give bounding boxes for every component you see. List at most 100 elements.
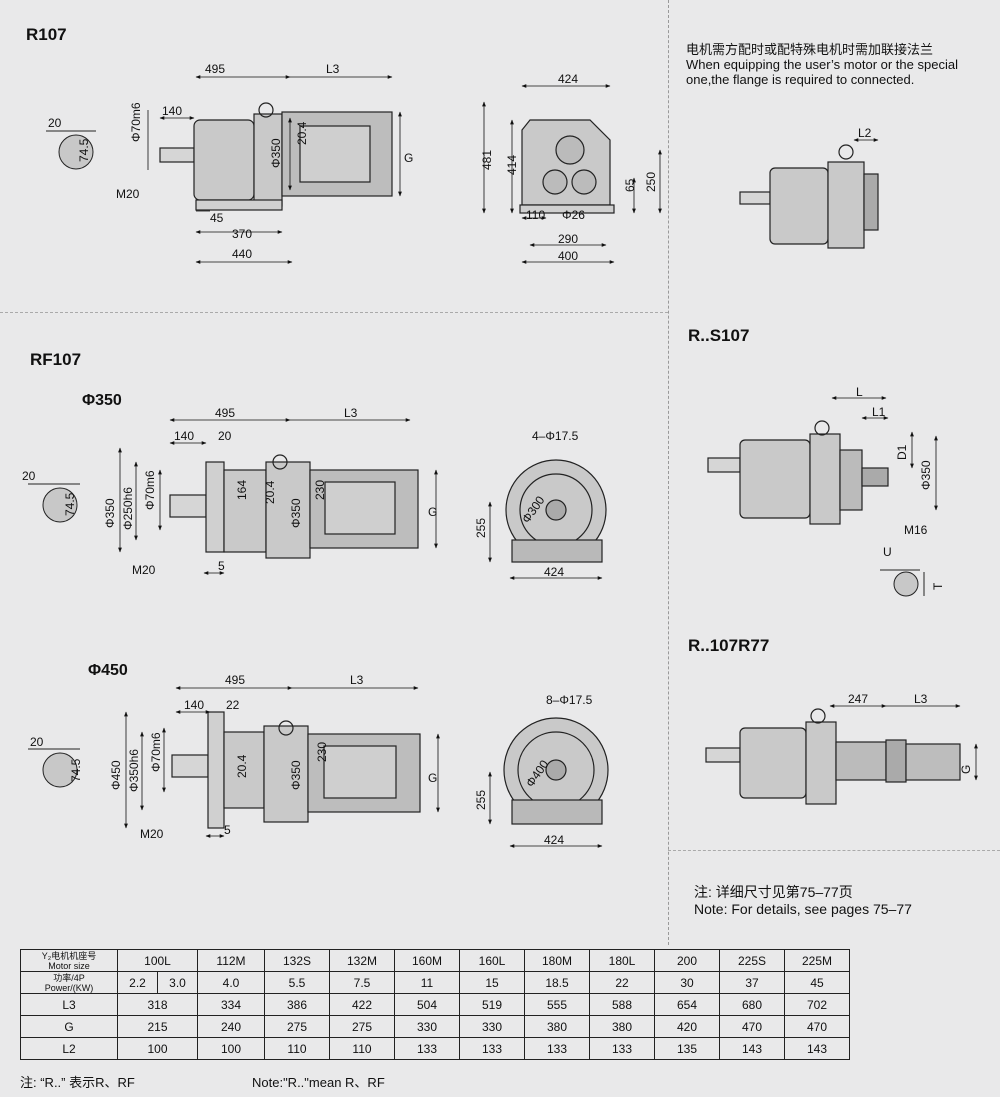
rf107b-dim-20-4: 20.4 [235,754,249,778]
rf107b-dim-255: 255 [474,790,488,810]
r107-end-dim-phi26: Φ26 [562,208,585,222]
rs107-view [707,420,889,525]
L2-cell: 135 [654,1037,720,1060]
L2-cell: 110 [264,1037,330,1060]
table-row-power: 功率/4P Power/(KW) 2.2 3.0 4.0 5.5 7.5 11 … [20,971,850,994]
L2-cell: 133 [524,1037,590,1060]
power-cell: 45 [784,971,850,994]
r107-end-dim-414: 414 [505,155,519,175]
rf107a-dim-shaft: Φ70m6 [143,470,157,510]
rf107a-dim-20-4: 20.4 [263,480,277,504]
power-cell: 37 [719,971,785,994]
r107-dim-M20: M20 [116,187,140,201]
rf107-350-flange-view [505,459,607,563]
flange-view [739,144,879,249]
rf107a-dim-495: 495 [215,406,235,420]
L3-cell: 555 [524,993,590,1016]
power-cell: 4.0 [197,971,265,994]
rf107a-dim-holes: 4–Φ17.5 [532,429,579,443]
power-cell: 30 [654,971,720,994]
L2-cell: 133 [459,1037,525,1060]
row-label-L3: L3 [20,993,118,1016]
rf107b-dim-20: 20 [30,735,44,749]
G-cell: 420 [654,1015,720,1038]
motor-size-cell: 225S [719,949,785,972]
G-cell: 380 [524,1015,590,1038]
r107-dim-440: 440 [232,247,252,261]
motor-size-cell: 180L [589,949,655,972]
L3-cell: 702 [784,993,850,1016]
r107-end-dim-290: 290 [558,232,578,246]
r107-dim-140: 140 [162,104,182,118]
r107r77-dim-247: 247 [848,692,868,706]
rf107b-dim-phi350: Φ350h6 [127,749,141,792]
rf107b-dim-phi350b: Φ350 [289,760,303,790]
L3-cell: 334 [197,993,265,1016]
r107-end-dim-424: 424 [558,72,578,86]
rf107a-dim-230: 230 [313,480,327,500]
L2-cell: 133 [589,1037,655,1060]
rf107a-dim-phi350b: Φ350 [289,498,303,528]
motor-size-cell: 160L [459,949,525,972]
motor-size-cell: 132S [264,949,330,972]
table-row-G: G 215 240 275 275 330 330 380 380 420 47… [20,1015,850,1038]
section-title-r107r77: R..107R77 [688,636,770,655]
L3-cell: 519 [459,993,525,1016]
header-power: 功率/4P Power/(KW) [20,971,118,994]
flange-note-en-1: When equipping the user’s motor or the s… [686,57,958,72]
L3-cell: 504 [394,993,460,1016]
subtitle-phi350: Φ350 [82,392,122,409]
r107-dim-20-4: 20.4 [295,121,309,145]
table-row-motor-size: Y₂电机机座号 Motor size 100L 112M 132S 132M 1… [20,949,850,972]
r107-end-dim-481: 481 [480,150,494,170]
footnote-zh: 注: “R..” 表示R、RF [20,1075,135,1090]
L2-cell: 110 [329,1037,395,1060]
motor-size-cell: 132M [329,949,395,972]
r107r77-view [705,708,961,805]
rf107a-dim-G: G [428,505,437,519]
row-label-L2: L2 [20,1037,118,1060]
motor-size-cell: 160M [394,949,460,972]
r107-dim-20: 20 [48,116,62,130]
rf107b-dim-5: 5 [224,823,231,837]
header-motor-size: Y₂电机机座号 Motor size [20,949,118,972]
rf107a-dim-M20: M20 [132,563,156,577]
table-row-L3: L3 318 334 386 422 504 519 555 588 654 6… [20,993,850,1016]
power-cell: 2.2 [117,971,158,994]
G-cell: 275 [329,1015,395,1038]
r107-end-view [519,119,615,214]
flange-note: 电机需方配时或配特殊电机时需加联接法兰 When equipping the u… [686,42,958,87]
subtitle-phi450: Φ450 [88,662,128,679]
r107-shaft-end [46,130,96,170]
rf107a-dim-140: 140 [174,429,194,443]
power-cell: 15 [459,971,525,994]
rs107-dim-M16: M16 [904,523,928,537]
motor-spec-table: Y₂电机机座号 Motor size 100L 112M 132S 132M 1… [20,949,850,1060]
G-cell: 470 [719,1015,785,1038]
G-cell: 215 [117,1015,198,1038]
horizontal-divider-left [0,312,668,313]
motor-size-cell: 225M [784,949,850,972]
rf107-450-shaft-end [28,748,80,788]
rf107a-dim-phi250: Φ250h6 [121,487,135,530]
G-cell: 330 [394,1015,460,1038]
rf107a-dim-L3: L3 [344,406,358,420]
motor-size-cell: 100L [117,949,198,972]
L2-cell: 100 [197,1037,265,1060]
rf107b-dim-L3: L3 [350,673,364,687]
section-title-rs107: R..S107 [688,326,750,345]
rf107-450-flange-view [503,717,609,825]
rf107a-dim-20b: 20 [218,429,232,443]
r107-dim-L3: L3 [326,62,340,76]
power-cell: 11 [394,971,460,994]
rf107b-dim-M20: M20 [140,827,164,841]
rf107a-dim-phi350: Φ350 [103,498,117,528]
r107-end-dim-400: 400 [558,249,578,263]
G-cell: 330 [459,1015,525,1038]
power-cell: 18.5 [524,971,590,994]
L3-cell: 654 [654,993,720,1016]
G-cell: 240 [197,1015,265,1038]
rf107b-dim-230: 230 [315,742,329,762]
rf107b-dim-140: 140 [184,698,204,712]
